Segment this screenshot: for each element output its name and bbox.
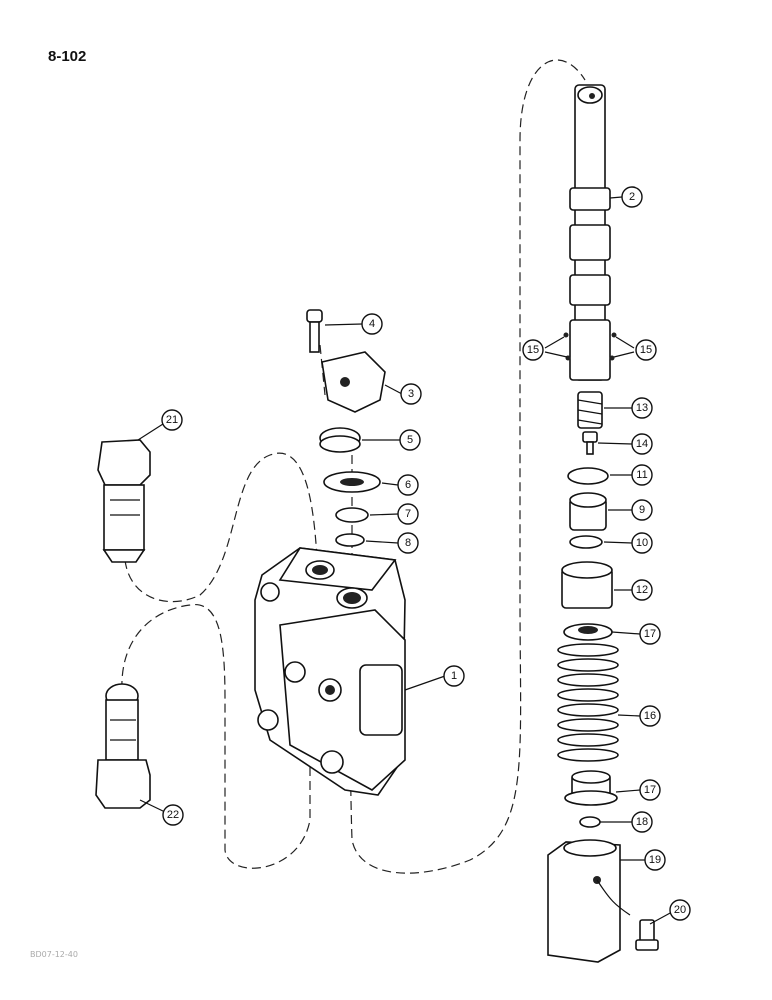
svg-text:18: 18 [636,816,648,828]
stop-14 [582,431,598,455]
snap-ring-18 [579,816,601,828]
bushing-9 [569,492,607,531]
backup-ring-10 [569,535,603,549]
assembly-line-cap [319,344,326,396]
svg-text:8: 8 [405,537,411,549]
svg-text:14: 14 [636,438,648,450]
figure-code: BD07-12-40 [30,950,78,959]
spool-end-cap [547,839,621,963]
svg-text:5: 5 [407,434,413,446]
spring-seat-lower [564,770,618,806]
svg-text:9: 9 [639,504,645,516]
callout-4: 4 [361,313,383,335]
leader-lines [137,196,673,925]
callout-3: 3 [400,383,422,405]
callout-21: 21 [161,409,183,431]
callout-2: 2 [621,186,643,208]
cap-screw [306,309,323,353]
spring-seat-upper [563,623,613,641]
callout-8: 8 [397,532,419,554]
callout-14: 14 [631,433,653,455]
assembly-line-relief-21 [124,452,319,603]
callout-12: 12 [631,579,653,601]
svg-text:15: 15 [640,344,652,356]
spring-16 [557,643,619,762]
seal-retainer [319,427,361,453]
callout-13: 13 [631,397,653,419]
spacer-12 [561,561,613,609]
o-ring-11 [567,467,609,485]
end-cap-screw [635,919,659,951]
callout-20: 20 [669,899,691,921]
relief-valve-22 [95,683,151,809]
svg-text:16: 16 [644,710,656,722]
callout-15-left: 15 [522,339,544,361]
svg-text:15: 15 [527,344,539,356]
callout-6: 6 [397,474,419,496]
callout-10: 10 [631,532,653,554]
svg-text:7: 7 [405,508,411,520]
callout-5: 5 [399,429,421,451]
callout-9: 9 [631,499,653,521]
callout-19: 19 [644,849,666,871]
page-number: 8-102 [48,48,87,65]
callout-1: 1 [443,665,465,687]
svg-text:19: 19 [649,854,661,866]
svg-text:17: 17 [644,784,656,796]
backup-ring [335,507,369,523]
svg-text:4: 4 [369,318,375,330]
svg-text:17: 17 [644,628,656,640]
svg-text:10: 10 [636,537,648,549]
callout-18: 18 [631,811,653,833]
callout-15-right: 15 [635,339,657,361]
valve-body [254,547,406,796]
svg-text:2: 2 [629,191,635,203]
svg-text:13: 13 [636,402,648,414]
callout-16: 16 [639,705,661,727]
callout-17-lower: 17 [639,779,661,801]
spring-13 [577,391,603,429]
callout-11: 11 [631,464,653,486]
svg-text:21: 21 [166,414,178,426]
svg-text:22: 22 [167,809,179,821]
svg-text:1: 1 [451,670,457,682]
spool-cap [321,351,386,413]
spool [563,84,617,381]
assembly-line-relief-22 [121,604,311,869]
callout-17-upper: 17 [639,623,661,645]
o-ring-8 [335,533,365,547]
plate [323,471,381,493]
svg-text:3: 3 [408,388,414,400]
svg-text:6: 6 [405,479,411,491]
svg-text:12: 12 [636,584,648,596]
svg-text:11: 11 [636,469,647,481]
callout-7: 7 [397,503,419,525]
callout-22: 22 [162,804,184,826]
relief-valve-21 [97,439,151,563]
svg-text:20: 20 [674,904,686,916]
